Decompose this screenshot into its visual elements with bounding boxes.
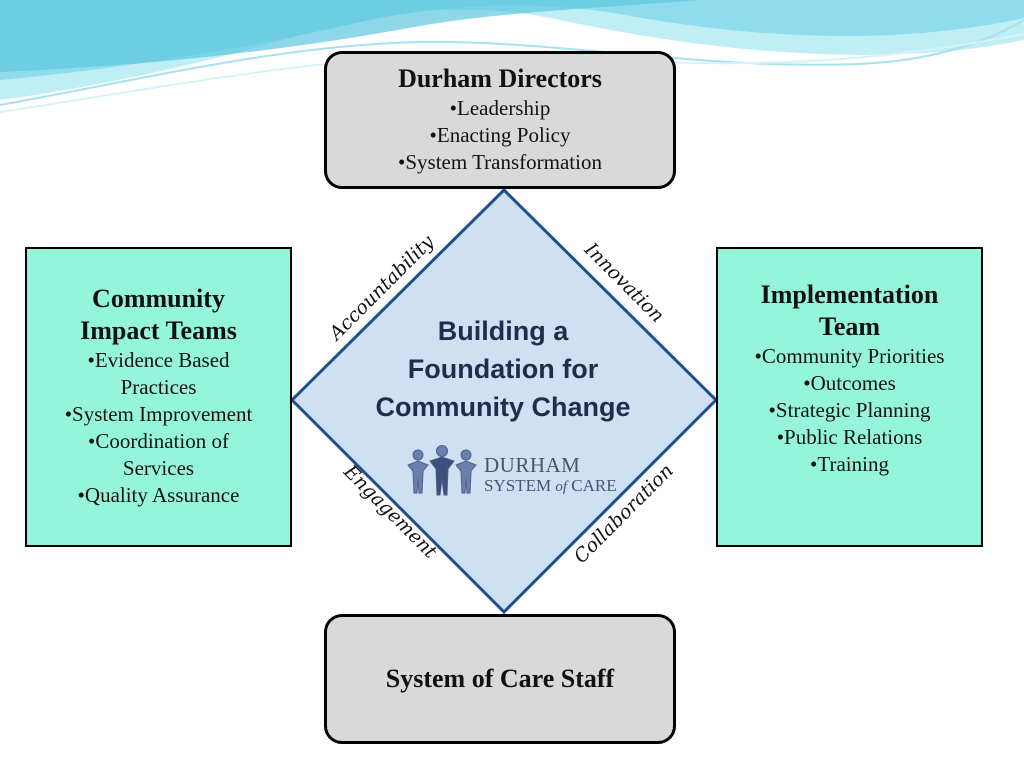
center-title-line2: Foundation for (407, 354, 599, 384)
implementation-team-list: •Community Priorities •Outcomes •Strateg… (718, 343, 981, 478)
durham-directors-box: Durham Directors •Leadership •Enacting P… (324, 51, 676, 189)
title-line: Implementation (760, 280, 939, 309)
people-figures-icon (407, 445, 477, 496)
logo-text-of: of (555, 479, 567, 495)
logo-text-care: CARE (567, 476, 617, 495)
durham-directors-list: •Leadership •Enacting Policy •System Tra… (327, 95, 673, 176)
community-impact-teams-box: Community Impact Teams •Evidence Based P… (25, 247, 292, 547)
list-item: •Coordination of (88, 429, 229, 453)
list-item: •Evidence Based (87, 348, 230, 372)
implementation-team-box: Implementation Team •Community Prioritie… (716, 247, 983, 547)
implementation-team-title: Implementation Team (718, 279, 981, 343)
list-item: •Training (810, 452, 889, 476)
header-wave-decoration (0, 0, 1024, 113)
durham-system-of-care-logo (407, 445, 477, 496)
center-title-line3: Community Change (375, 392, 631, 422)
system-of-care-staff-box: System of Care Staff (324, 614, 676, 744)
list-item: •Outcomes (803, 371, 896, 395)
list-item: •Quality Assurance (77, 483, 240, 507)
logo-text-durham: DURHAM (484, 453, 581, 477)
center-title: Building a Foundation for Community Chan… (340, 312, 666, 426)
title-line: Team (818, 312, 881, 341)
foundation-diamond (289, 187, 719, 615)
list-item: •Enacting Policy (429, 123, 571, 147)
list-item: Practices (120, 375, 197, 399)
list-item: •System Improvement (64, 402, 253, 426)
community-impact-teams-list: •Evidence Based Practices •System Improv… (27, 347, 290, 509)
list-item: Services (122, 456, 195, 480)
durham-directors-title: Durham Directors (398, 64, 602, 93)
list-item: •Strategic Planning (768, 398, 931, 422)
list-item: •Leadership (449, 96, 551, 120)
community-impact-teams-title: Community Impact Teams (27, 283, 290, 347)
center-title-line1: Building a (437, 316, 569, 346)
list-item: •Public Relations (776, 425, 923, 449)
title-line: Community (92, 284, 225, 313)
logo-text-system: SYSTEM (484, 476, 556, 495)
logo-text-system-of-care: SYSTEM of CARE (484, 476, 617, 496)
list-item: •Community Priorities (754, 344, 945, 368)
system-of-care-staff-title: System of Care Staff (385, 664, 615, 693)
title-line: Impact Teams (80, 316, 237, 345)
list-item: •System Transformation (398, 150, 602, 174)
